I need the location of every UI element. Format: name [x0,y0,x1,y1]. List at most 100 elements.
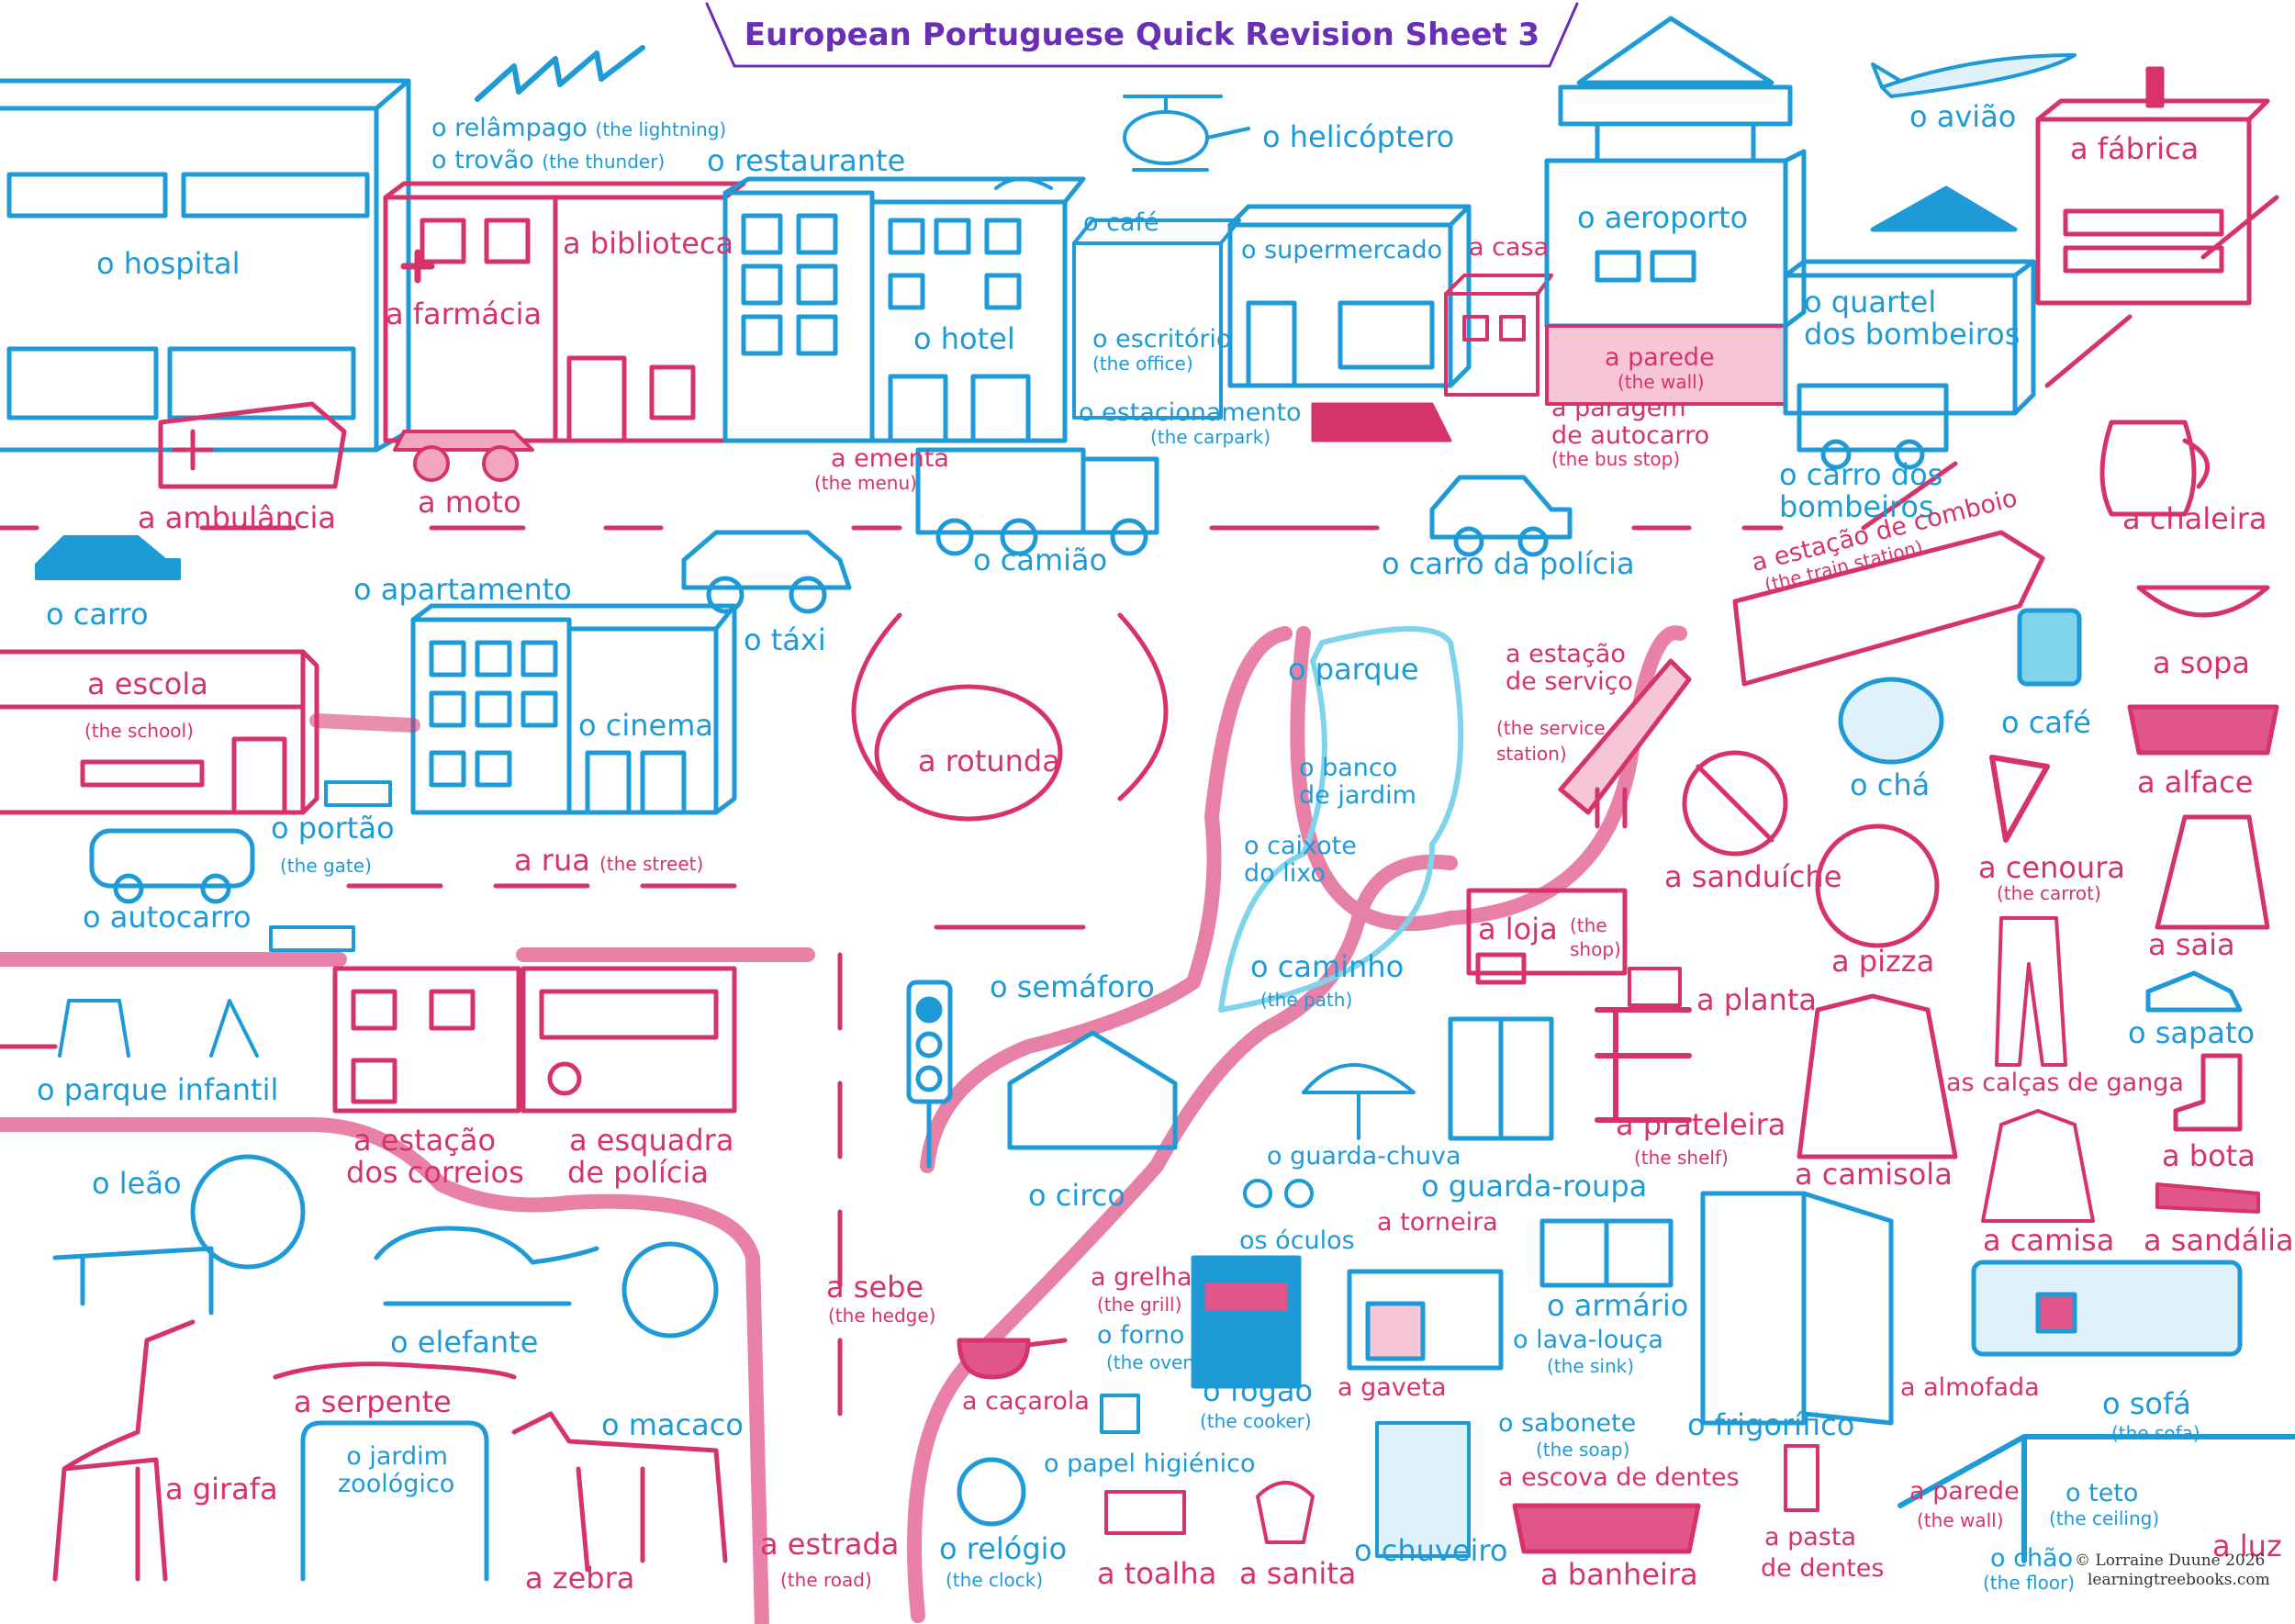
zoo-sign [300,1420,489,1582]
label-park: o parque [1288,652,1419,687]
kettle-icon [2099,420,2210,517]
label-pharmacy: a farmácia [386,297,543,331]
plant-icon [1628,967,1682,1007]
label-lightning: o relâmpago (the lightning) [431,114,727,142]
fence-icon [269,925,355,952]
label-shirt: a camisa [1983,1223,2115,1258]
label-zebra: a zebra [525,1561,635,1596]
label-grill-en: (the grill) [1097,1294,1182,1316]
label-sandwich: a sanduíche [1664,859,1842,894]
label-cinema: o cinema [578,708,713,743]
wardrobe-icon [1448,1016,1554,1141]
label-soap-en: (the soap) [1536,1439,1630,1461]
label-playground: o parque infantil [37,1072,279,1107]
label-wall-top: a parede(the wall) [1605,343,1715,393]
toothpaste-icon [1784,1444,1819,1512]
page-title: European Portuguese Quick Revision Sheet… [744,17,1540,53]
snake-icon [273,1361,517,1380]
shop-building [1466,888,1628,985]
playground-icon [58,999,259,1058]
ambulance-vehicle [158,401,347,489]
roundabout [874,684,1063,822]
label-cooker-en: (the cooker) [1200,1410,1312,1432]
sandwich-icon [1682,750,1788,857]
label-shower: o chuveiro [1354,1533,1508,1568]
toilet-paper-icon [1100,1394,1140,1434]
label-oven: o forno [1097,1321,1185,1350]
cafe-umbrella-icon [994,177,1053,190]
label-towel: a toalha [1097,1556,1217,1591]
label-carpark: o estacionamento(the carpark) [1079,398,1302,448]
label-motorbike: a moto [418,485,521,520]
road-markings [0,195,2279,1417]
label-road-en: (the road) [780,1569,872,1591]
shoe-icon [2145,970,2243,1013]
label-toothbrush: a escova de dentes [1498,1463,1740,1492]
label-shop: a loja [1478,912,1558,946]
label-soup: a sopa [2153,645,2250,680]
label-light: a luz [2212,1529,2282,1563]
label-skirt: a saia [2148,927,2235,962]
label-shelf-en: (the shelf) [1634,1147,1729,1169]
label-truck: o camião [973,543,1108,577]
label-supermarket: o supermercado [1241,236,1443,264]
motorbike [393,430,534,482]
label-floor: o chão [1990,1544,2074,1573]
label-house: a casa [1469,233,1550,262]
service-station [1558,658,1692,829]
sink-unit-icon [1347,1269,1504,1371]
clock-icon [957,1457,1026,1527]
post-office-building [332,966,521,1114]
label-plant: a planta [1696,982,1818,1017]
carrot-icon [1989,755,2050,843]
label-lettuce: a alface [2137,765,2254,800]
shelf-icon [1595,1007,1692,1123]
elephant-icon [374,1226,599,1306]
school-path [309,713,420,733]
soup-bowl-icon [2136,585,2270,618]
label-cafe-shop: o café [1083,208,1159,237]
label-soap: o sabonete [1498,1409,1637,1438]
taxi-car [681,530,852,614]
fire-truck [1797,383,1949,470]
label-gate: o portão [271,811,395,846]
label-kettle: a chaleira [2122,501,2267,536]
label-clock-en: (the clock) [946,1569,1044,1591]
label-school-en: (the school) [84,720,194,742]
label-umbrella: o guarda-chuva [1267,1142,1461,1170]
label-glasses: os óculos [1239,1226,1355,1255]
label-thunder: o trovão (the thunder) [431,146,666,174]
label-roundabout: a rotunda [918,744,1060,778]
saucepan-icon [957,1338,1068,1380]
label-oven-en: (the oven) [1106,1351,1202,1373]
plane-icon [1871,53,2077,98]
label-hedge: a sebe [826,1270,924,1305]
credit-line-1: © Lorraine Duune 2026 [2075,1551,2266,1570]
label-ambulance: a ambulância [138,500,337,535]
teapot-icon [1838,677,1944,765]
label-saucepan: a caçarola [962,1387,1090,1416]
giraffe-icon [52,1319,196,1582]
fire-station [1783,185,2036,416]
label-wall-bottom-en: (the wall) [1917,1509,2004,1531]
label-office: o escritório(the office) [1092,325,1232,375]
title-banner [705,2,1579,68]
skirt-icon [2155,814,2270,930]
label-wall-bottom: a parede [1909,1477,2020,1506]
label-tea: o chá [1850,767,1931,802]
label-plane: o avião [1909,99,2017,134]
title-banner: European Portuguese Quick Revision Sheet… [707,4,1577,66]
apartment-cinema [410,603,737,815]
label-clock: o relógio [939,1531,1068,1566]
lettuce-icon [2127,704,2279,756]
label-jeans: as calças de ganga [1946,1069,2184,1097]
label-lion: o leão [92,1166,182,1201]
